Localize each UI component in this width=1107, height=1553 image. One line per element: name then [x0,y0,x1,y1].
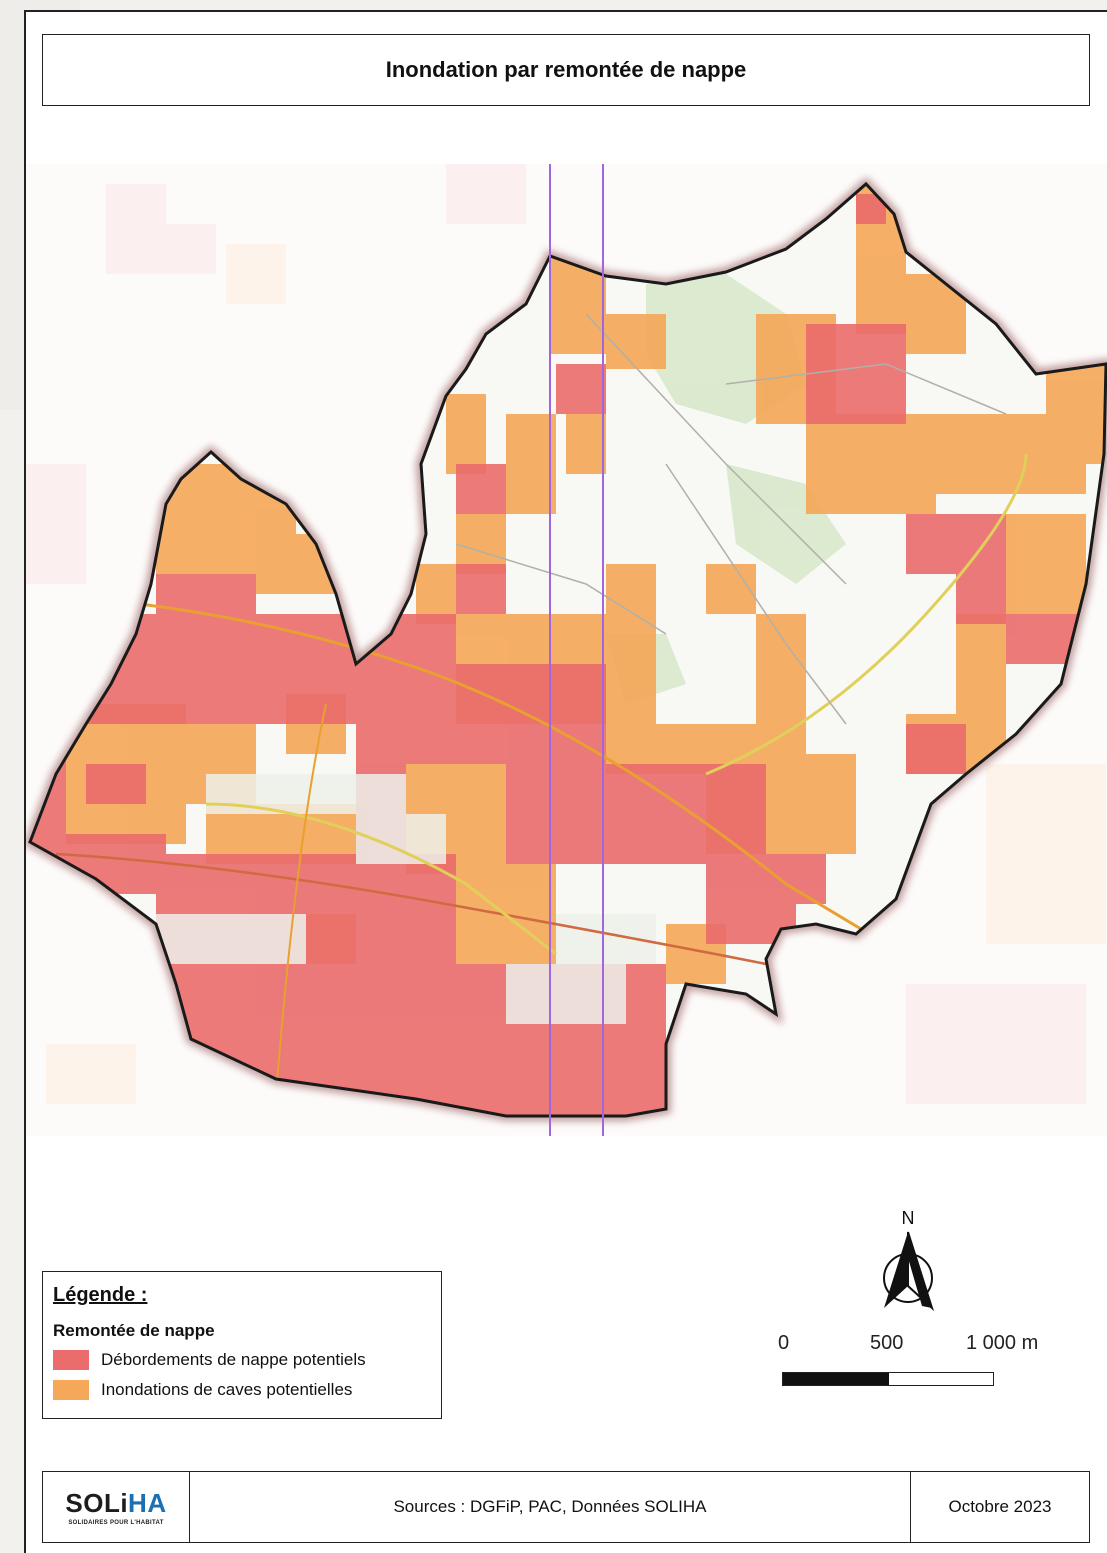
logo-text-a: SOLi [65,1488,129,1518]
road-network [30,313,1028,1095]
scale-bar-fill [783,1373,889,1385]
legend-item-label: Débordements de nappe potentiels [101,1350,366,1369]
north-label: N [901,1208,915,1228]
soliha-logo: SOLiHA SOLIDAIRES POUR L'HABITAT [43,1472,190,1542]
map-footer: SOLiHA SOLIDAIRES POUR L'HABITAT Sources… [42,1471,1090,1543]
logo-tagline: SOLIDAIRES POUR L'HABITAT [68,1520,164,1526]
legend-heading: Légende : [53,1284,148,1306]
scale-label-500: 500 [870,1332,904,1354]
village-areas [156,774,656,1024]
legend-item-debordements: Débordements de nappe potentiels [53,1345,431,1375]
scale-label-1000: 1 000 m [966,1332,1039,1354]
north-arrow: N [872,1208,944,1318]
scale-bar: 0 500 1 000 m [770,1332,1070,1392]
commune-boundary [28,181,1107,1118]
map-date: Octobre 2023 [948,1497,1052,1516]
map-sheet: Inondation par remontée de nappe [24,10,1107,1553]
scale-bar-graphic [782,1372,994,1386]
map-canvas[interactable] [26,164,1107,1136]
map-sources: Sources : DGFiP, PAC, Données SOLIHA [190,1472,911,1542]
legend-swatch-orange [53,1380,89,1400]
map-title: Inondation par remontée de nappe [42,34,1090,106]
scale-label-0: 0 [778,1332,790,1354]
legend-item-label: Inondations de caves potentielles [101,1380,353,1399]
logo-text-b: HA [128,1488,167,1518]
legend-swatch-red [53,1350,89,1370]
legend-item-caves: Inondations de caves potentielles [53,1375,431,1405]
legend-group-title: Remontée de nappe [53,1321,215,1340]
map-legend: Légende : Remontée de nappe Débordements… [42,1271,442,1419]
compass-icon [883,1231,935,1312]
